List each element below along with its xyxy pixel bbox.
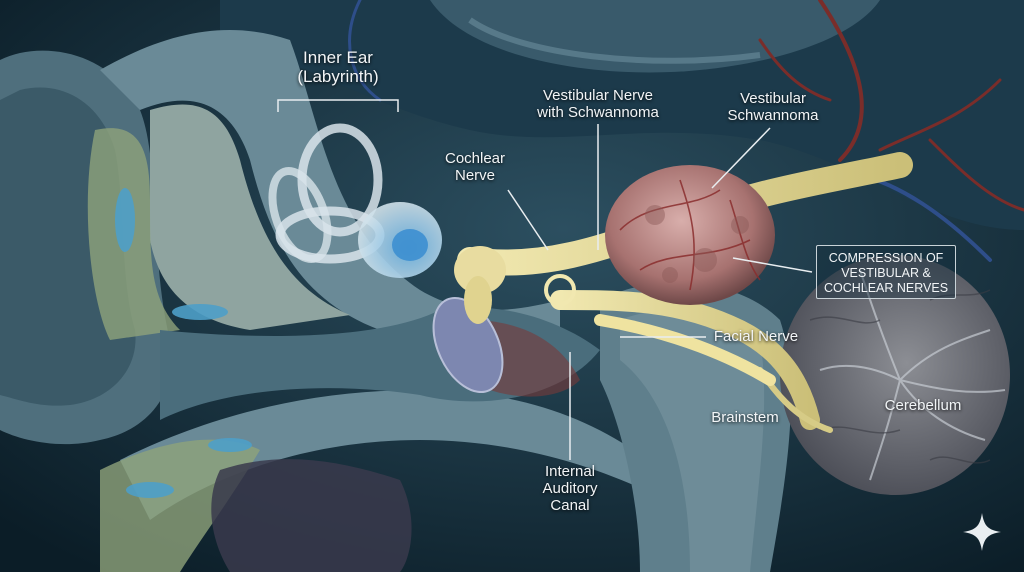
label-brainstem: Brainstem <box>711 409 779 426</box>
cochlear-nerve-leader <box>507 189 549 251</box>
inner-ear-labyrinth <box>268 123 442 278</box>
cochlea <box>454 246 576 324</box>
label-cerebellum: Cerebellum <box>884 397 962 414</box>
label-facial-nerve: Facial Nerve <box>713 328 799 345</box>
eardrum <box>432 296 504 394</box>
bone-marrow-upper <box>150 104 350 331</box>
brain-fold-line <box>468 17 761 64</box>
sparkle-icon <box>963 513 1001 551</box>
label-internal-auditory-canal: Internal Auditory Canal <box>542 463 598 514</box>
vestibular-schwannoma-leader <box>711 127 771 189</box>
leader-lines <box>277 99 813 460</box>
schwannoma-tumor <box>605 165 775 305</box>
deep-tissue <box>211 459 412 572</box>
label-cochlear-nerve: Cochlear Nerve <box>444 150 506 184</box>
compression-leader <box>732 257 813 273</box>
temporal-bone-lower <box>120 390 700 520</box>
fluid-pocket <box>172 304 228 320</box>
fluid-pocket <box>208 438 252 452</box>
brain-upper-region <box>220 0 1024 230</box>
brain-fold <box>430 0 880 73</box>
label-inner-ear: Inner Ear (Labyrinth) <box>297 48 379 86</box>
cerebellum <box>780 255 1010 495</box>
inner-ear-bracket <box>277 99 399 112</box>
brainstem-highlight <box>620 309 765 572</box>
temporal-bone-upper <box>100 30 560 345</box>
fluid-pocket <box>115 188 135 252</box>
label-compression-box: COMPRESSION OF VESTIBULAR & COCHLEAR NER… <box>816 245 956 299</box>
fluid-pocket <box>126 482 174 498</box>
facial-nerve <box>594 314 776 386</box>
label-vestibular-nerve-schwannoma: Vestibular Nerve with Schwannoma <box>537 87 659 121</box>
label-vestibular-schwannoma: Vestibular Schwannoma <box>727 90 819 124</box>
